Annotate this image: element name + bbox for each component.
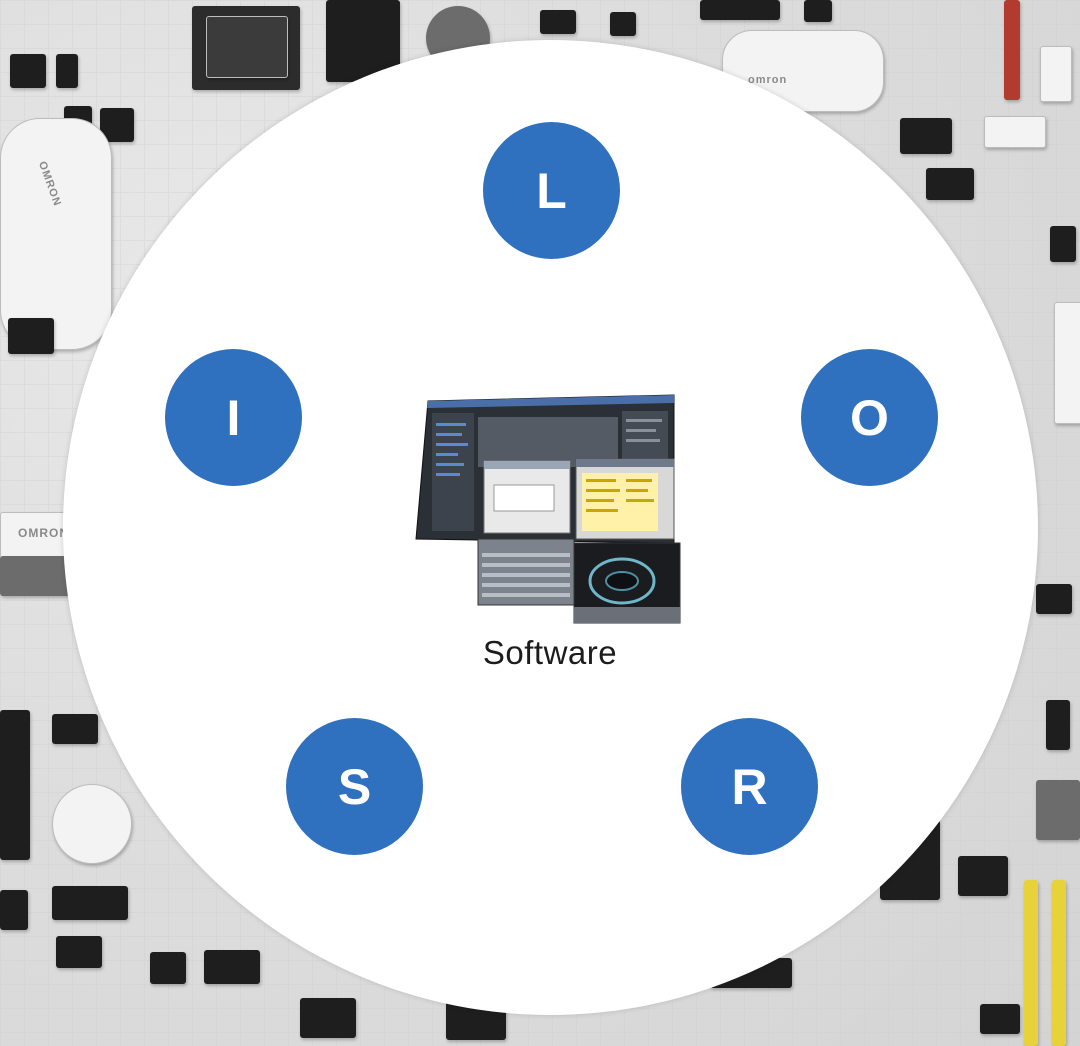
node-s-letter: S — [337, 758, 372, 815]
safety-light-curtain-icon — [1052, 880, 1066, 1046]
node-o[interactable]: O — [801, 349, 938, 486]
module-icon — [804, 0, 832, 22]
module-icon — [900, 118, 952, 154]
light-curtain-icon — [1054, 302, 1080, 424]
display-icon — [8, 318, 54, 354]
terminal-block-icon — [52, 714, 98, 744]
module-icon — [300, 998, 356, 1038]
plc-rack-icon — [52, 886, 128, 920]
servo-motor-icon — [52, 784, 132, 864]
node-o-letter: O — [850, 389, 889, 446]
module-icon — [700, 0, 780, 20]
relay-icon — [56, 54, 78, 88]
conveyor-icon — [0, 556, 70, 596]
module-icon — [0, 890, 28, 930]
safety-light-curtain-icon — [1024, 880, 1038, 1046]
node-l[interactable]: L — [483, 122, 620, 259]
relay-icon — [10, 54, 46, 88]
module-icon — [540, 10, 576, 34]
actuator-icon — [1004, 0, 1020, 100]
node-i[interactable]: I — [165, 349, 302, 486]
node-s[interactable]: S — [286, 718, 423, 855]
module-icon — [56, 936, 102, 968]
brand-mark: omron — [748, 74, 788, 86]
module-icon — [610, 12, 636, 36]
software-screens-icon — [415, 394, 681, 624]
cobot-arm-icon — [0, 118, 112, 350]
brand-mark: OMRON — [18, 526, 69, 540]
software-label: Software — [482, 634, 618, 671]
module-icon — [1050, 226, 1076, 262]
node-l-letter: L — [536, 162, 567, 219]
module-icon — [980, 1004, 1020, 1034]
module-icon — [926, 168, 974, 200]
display-icon — [1036, 584, 1072, 614]
hmi-screen-icon — [206, 16, 288, 78]
module-icon — [150, 952, 186, 984]
sensor-icon — [1040, 46, 1072, 102]
node-r-letter: R — [731, 758, 768, 815]
drive-unit-icon — [0, 710, 30, 860]
display-icon — [958, 856, 1008, 896]
gripper-icon — [1036, 780, 1080, 840]
node-r[interactable]: R — [681, 718, 818, 855]
module-icon — [984, 116, 1046, 148]
node-i-letter: I — [226, 389, 241, 446]
module-icon — [204, 950, 260, 984]
module-icon — [1046, 700, 1070, 750]
